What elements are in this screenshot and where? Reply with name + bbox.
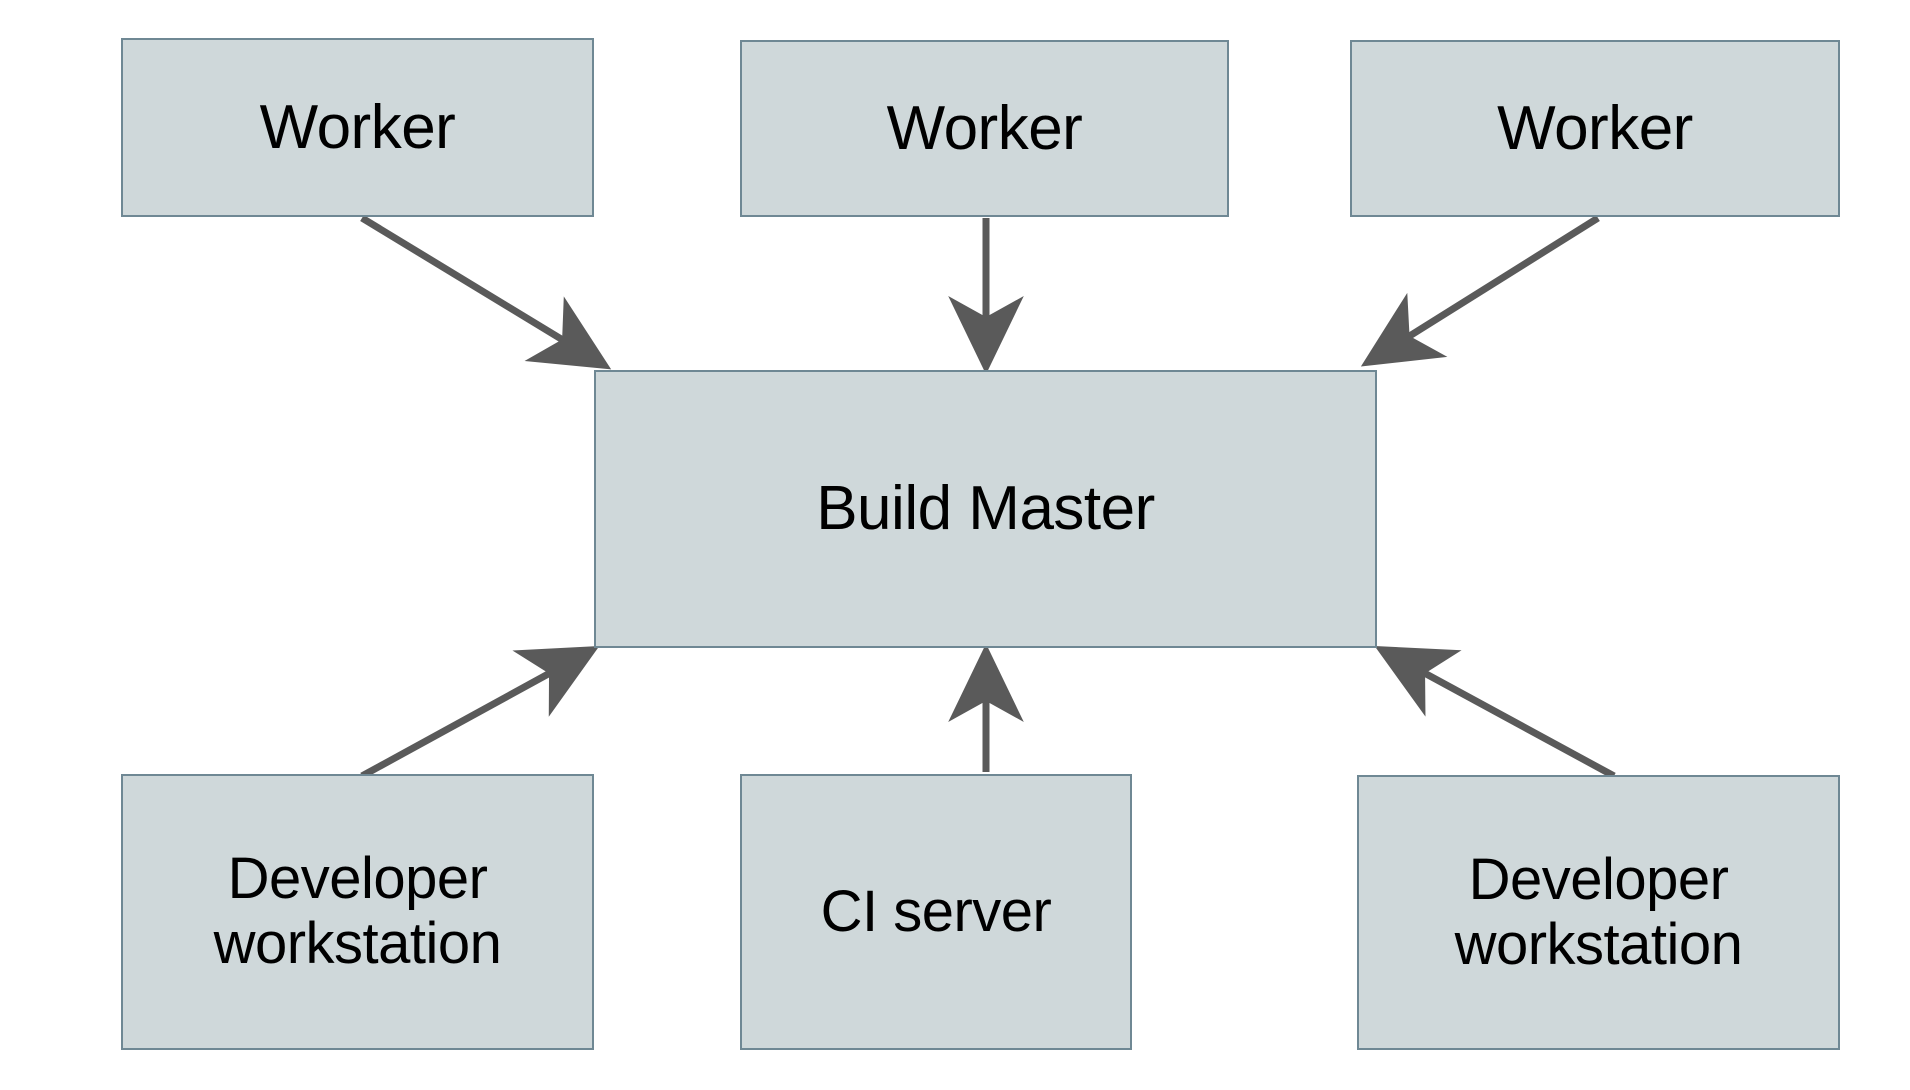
edge-developer-workstation-right-to-build-master [1374,645,1616,780]
node-worker-2[interactable]: Worker [740,40,1229,217]
node-developer-workstation-right[interactable]: Developer workstation [1357,775,1840,1050]
node-ci-server[interactable]: CI server [740,774,1132,1050]
edge-developer-workstation-left-to-build-master [360,645,600,780]
edge-worker-1-to-build-master [360,215,612,370]
node-build-master[interactable]: Build Master [594,370,1377,648]
node-developer-workstation-left[interactable]: Developer workstation [121,774,594,1050]
node-worker-3[interactable]: Worker [1350,40,1840,217]
edge-worker-3-to-build-master [1360,215,1600,367]
node-worker-1[interactable]: Worker [121,38,594,217]
